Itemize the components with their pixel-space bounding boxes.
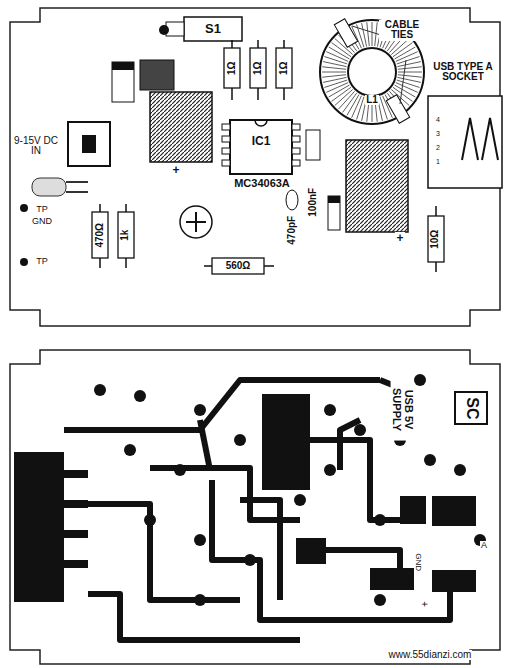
value-label: 1k [121, 228, 132, 241]
coil-winding [326, 83, 348, 93]
coil-winding [362, 23, 367, 46]
coil-winding [357, 97, 364, 120]
solder-pad [354, 424, 366, 436]
part-label: S1 [205, 22, 221, 36]
solder-pad [424, 454, 436, 466]
coil-winding [322, 72, 346, 73]
pin-number: 3 [435, 130, 441, 137]
solder-pad [454, 464, 466, 476]
pin-label: A [480, 541, 488, 550]
logo: SC [463, 397, 480, 419]
coil-winding [397, 80, 420, 87]
coil-winding [322, 67, 346, 70]
value-label: 470pF [287, 215, 298, 246]
coil-winding [396, 52, 418, 62]
value-label: 470Ω [95, 222, 106, 249]
solder-pad [294, 494, 306, 506]
solder-pad [244, 554, 256, 566]
value-label: 1Ω [227, 60, 238, 76]
coil-winding [398, 72, 422, 73]
coil-winding [323, 77, 346, 82]
coil-winding [322, 75, 346, 78]
solder-pad [234, 434, 246, 446]
solder-pad [414, 374, 426, 386]
solder-pad [194, 534, 206, 546]
note: CABLE TIES [379, 20, 425, 41]
solder-pad [194, 594, 206, 606]
pin-label: GND [414, 552, 422, 572]
pin-label: GND [31, 217, 53, 226]
coil-winding [397, 62, 420, 67]
part-label: IC1 [251, 135, 272, 148]
board-title: USB 5V SUPPLY [390, 379, 413, 441]
solder-pad [194, 404, 206, 416]
part-label: USB TYPE A SOCKET [427, 62, 499, 83]
part-label: L1 [365, 95, 379, 106]
polarity-mark: + [395, 232, 404, 245]
solder-pad [324, 404, 336, 416]
pin-label: TP [35, 205, 49, 214]
value-label: 10Ω [431, 228, 442, 249]
value-label: 1Ω [253, 60, 264, 76]
solder-pad [144, 514, 156, 526]
coil-winding [324, 57, 347, 64]
polarity-mark: + [171, 164, 180, 177]
solder-pad [324, 464, 336, 476]
part-number: MC34063A [233, 178, 291, 190]
solder-pad [134, 390, 146, 402]
polarity-mark: + [419, 600, 430, 608]
solder-pad [374, 514, 386, 526]
value-label: 1Ω [279, 60, 290, 76]
pin-number: 2 [435, 144, 441, 151]
coil-winding [398, 75, 422, 78]
watermark: www.55dianzi.com [388, 650, 473, 661]
solder-pad [124, 444, 136, 456]
solder-pad [174, 464, 186, 476]
pin-number: 4 [435, 116, 441, 123]
value-label: 100nF [308, 187, 319, 218]
value-label: 560Ω [225, 261, 252, 272]
coil-winding [398, 67, 422, 70]
solder-pad [374, 594, 386, 606]
coil-winding [367, 22, 370, 46]
pin-number: 1 [435, 158, 441, 165]
connector-label: 9-15V DC IN [12, 136, 60, 157]
coil-winding [372, 22, 373, 46]
pin-label: TP [35, 257, 49, 266]
solder-pad [94, 384, 106, 396]
